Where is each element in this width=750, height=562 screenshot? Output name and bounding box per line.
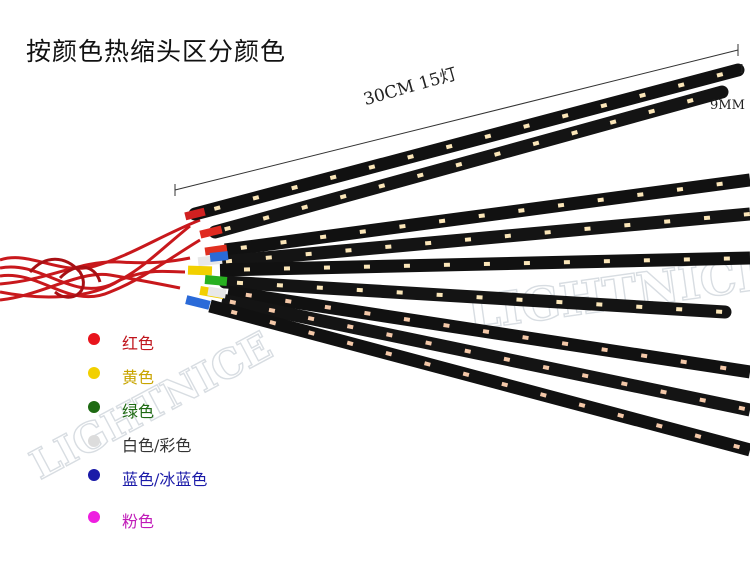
legend-label: 蓝色/冰蓝色 — [122, 470, 208, 489]
strip-4 — [219, 207, 750, 269]
page-title: 按颜色热缩头区分颜色 — [26, 37, 287, 66]
yellow-dot-icon — [88, 367, 100, 379]
blue-dot-icon — [88, 469, 100, 481]
length-dimension-line — [174, 44, 739, 196]
strip-2 — [208, 85, 729, 239]
legend-label: 绿色 — [122, 402, 155, 421]
white-dot-icon — [88, 435, 100, 447]
strip-3 — [224, 173, 750, 257]
heat-shrink-connectors — [184, 207, 229, 310]
strip-8 — [220, 293, 750, 417]
pink-dot-icon — [88, 511, 100, 523]
strip-5 — [219, 251, 750, 277]
wire-bundle — [0, 218, 201, 302]
legend-label: 粉色 — [122, 512, 155, 531]
strip-1 — [188, 63, 745, 221]
width-label: 9MM — [710, 98, 745, 113]
strip-7 — [227, 285, 750, 379]
strip-9 — [208, 299, 750, 457]
strip-6 — [218, 275, 732, 319]
legend-label: 红色 — [122, 334, 155, 353]
legend-label: 黄色 — [122, 368, 155, 387]
edge-label: 1 — [738, 62, 746, 76]
green-dot-icon — [88, 401, 100, 413]
legend-label: 白色/彩色 — [122, 436, 192, 455]
red-dot-icon — [88, 333, 100, 345]
